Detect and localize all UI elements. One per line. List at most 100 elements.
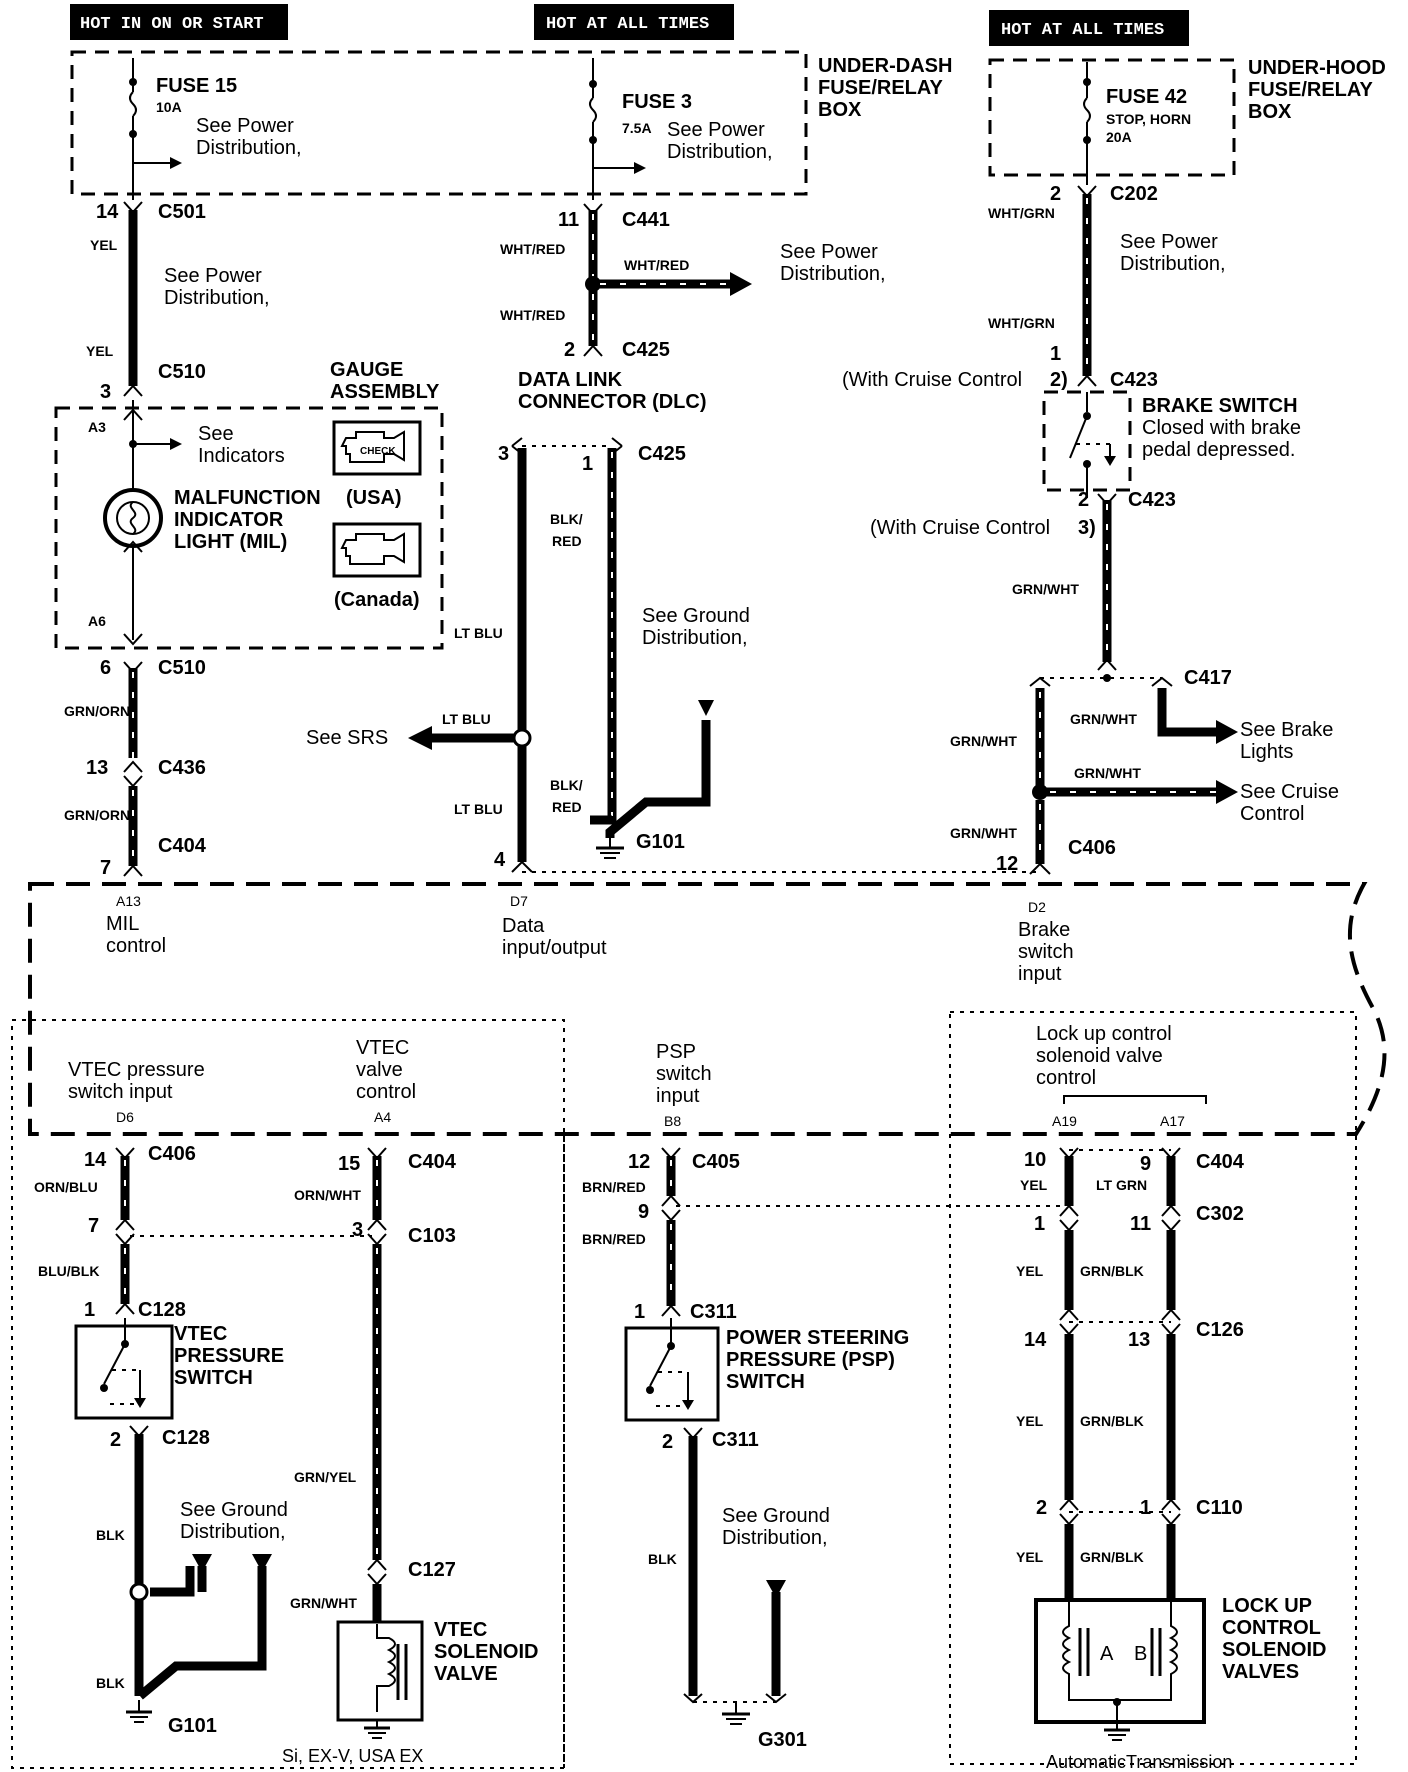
svg-text:STOP, HORN: STOP, HORN — [1106, 111, 1191, 127]
svg-text:BLU/BLK: BLU/BLK — [38, 1263, 99, 1279]
svg-text:VALVE: VALVE — [434, 1663, 498, 1685]
connector-c404: C404 — [158, 835, 207, 857]
svg-text:7: 7 — [88, 1215, 99, 1237]
svg-text:WHT/RED: WHT/RED — [624, 257, 689, 273]
brake-lower-circuit: 2 C423 (With Cruise Control 3) GRN/WHT C… — [870, 489, 1339, 875]
svg-text:14: 14 — [96, 201, 119, 223]
connector-c404-vtec: C404 — [408, 1151, 457, 1173]
svg-text:(Canada): (Canada) — [334, 589, 420, 611]
check-engine-symbol-canada: (Canada) — [332, 522, 422, 611]
svg-text:CONTROL: CONTROL — [1222, 1617, 1321, 1639]
svg-text:LT BLU: LT BLU — [442, 711, 491, 727]
svg-text:BRN/RED: BRN/RED — [582, 1231, 646, 1247]
svg-text:1: 1 — [634, 1301, 645, 1323]
connector-c406: C406 — [1068, 837, 1116, 859]
vtec-pressure-switch-label: VTEC — [174, 1323, 227, 1345]
svg-text:UNDER-DASH: UNDER-DASH — [818, 55, 952, 77]
svg-text:GRN/YEL: GRN/YEL — [294, 1469, 357, 1485]
svg-text:MIL: MIL — [106, 913, 139, 935]
svg-text:See Power: See Power — [667, 119, 765, 141]
connector-c501: C501 — [158, 201, 206, 223]
svg-text:2: 2 — [1036, 1497, 1047, 1519]
svg-text:See Power: See Power — [780, 241, 878, 263]
connector-c404-at: C404 — [1196, 1151, 1245, 1173]
svg-text:GRN/WHT: GRN/WHT — [950, 825, 1017, 841]
fuse-15-name: FUSE 15 — [156, 75, 237, 97]
ground-g301: G301 — [758, 1729, 807, 1751]
svg-text:BLK/: BLK/ — [550, 777, 583, 793]
svg-text:10: 10 — [1024, 1149, 1046, 1171]
at-models-note: AutomaticTransmission — [1046, 1752, 1232, 1772]
svg-text:valve: valve — [356, 1059, 403, 1081]
svg-text:(With Cruise Control: (With Cruise Control — [842, 369, 1022, 391]
svg-text:1: 1 — [84, 1299, 95, 1321]
svg-text:VTEC pressure: VTEC pressure — [68, 1059, 205, 1081]
svg-text:control: control — [1036, 1067, 1096, 1089]
svg-text:D7: D7 — [510, 893, 528, 909]
svg-text:See: See — [198, 423, 234, 445]
svg-text:LT BLU: LT BLU — [454, 801, 503, 817]
svg-text:Lights: Lights — [1240, 741, 1293, 763]
svg-text:A3: A3 — [88, 419, 106, 435]
svg-text:See Cruise: See Cruise — [1240, 781, 1339, 803]
connector-c311: C311 — [690, 1301, 737, 1323]
svg-text:A17: A17 — [1160, 1113, 1185, 1129]
svg-text:GRN/WHT: GRN/WHT — [290, 1595, 357, 1611]
svg-text:See Ground: See Ground — [722, 1505, 830, 1527]
svg-text:ASSEMBLY: ASSEMBLY — [330, 381, 440, 403]
mil-lamp: A3 A6 See Indicators MALFUNCTION INDICAT… — [88, 400, 321, 646]
power-header-battery-2: HOT AT ALL TIMES — [989, 10, 1189, 46]
svg-text:9: 9 — [638, 1201, 649, 1223]
connector-c425-dlc: C425 — [638, 443, 686, 465]
gauge-assembly-box — [54, 406, 444, 650]
lockup-label: LOCK UP — [1222, 1595, 1312, 1617]
svg-text:FUSE/RELAY: FUSE/RELAY — [818, 77, 944, 99]
svg-text:SWITCH: SWITCH — [726, 1371, 805, 1393]
gauge-assembly-label: GAUGE ASSEMBLY — [330, 359, 440, 403]
svg-text:Distribution,: Distribution, — [180, 1521, 286, 1543]
svg-text:B8: B8 — [664, 1113, 681, 1129]
svg-text:GRN/WHT: GRN/WHT — [1070, 711, 1137, 727]
svg-text:A6: A6 — [88, 613, 106, 629]
svg-text:SOLENOID: SOLENOID — [434, 1641, 538, 1663]
connector-c417: C417 — [1184, 667, 1232, 689]
svg-text:Distribution,: Distribution, — [196, 137, 302, 159]
svg-text:VALVES: VALVES — [1222, 1661, 1299, 1683]
svg-text:A4: A4 — [374, 1109, 391, 1125]
svg-text:WHT/RED: WHT/RED — [500, 307, 565, 323]
svg-text:1: 1 — [1050, 343, 1061, 365]
svg-text:1: 1 — [1140, 1497, 1151, 1519]
svg-text:4: 4 — [494, 849, 506, 871]
svg-text:switch: switch — [656, 1063, 712, 1085]
svg-text:GRN/WHT: GRN/WHT — [1074, 765, 1141, 781]
svg-text:BOX: BOX — [818, 99, 862, 121]
svg-text:YEL: YEL — [86, 343, 114, 359]
connector-c110: C110 — [1196, 1497, 1243, 1519]
connector-c510-lower: C510 — [158, 657, 206, 679]
psp-switch: POWER STEERING PRESSURE (PSP) SWITCH — [624, 1318, 909, 1422]
fuse-3: FUSE 3 7.5A See Power Distribution, — [589, 58, 773, 200]
fuse-42-name: FUSE 42 — [1106, 86, 1187, 108]
svg-text:FUSE/RELAY: FUSE/RELAY — [1248, 79, 1374, 101]
dlc-circuit: 11 C441 WHT/RED WHT/RED See Power Distri… — [500, 203, 886, 413]
power-header-battery-1: HOT AT ALL TIMES — [534, 4, 734, 40]
svg-text:1: 1 — [1034, 1213, 1045, 1235]
svg-text:UNDER-HOOD: UNDER-HOOD — [1248, 57, 1386, 79]
svg-text:switch input: switch input — [68, 1081, 173, 1103]
svg-text:BLK: BLK — [648, 1551, 677, 1567]
svg-text:11: 11 — [558, 209, 579, 231]
svg-text:solenoid valve: solenoid valve — [1036, 1045, 1163, 1067]
svg-text:2: 2 — [1050, 183, 1061, 205]
svg-text:GRN/ORN: GRN/ORN — [64, 807, 130, 823]
fuse-3-rating: 7.5A — [622, 120, 652, 136]
svg-text:Distribution,: Distribution, — [642, 627, 748, 649]
dlc-body: 3 1 C425 BLK/ RED See Ground Distributio… — [306, 437, 1040, 873]
svg-text:GRN/WHT: GRN/WHT — [950, 733, 1017, 749]
svg-text:11: 11 — [1130, 1213, 1151, 1235]
svg-text:input/output: input/output — [502, 937, 607, 959]
fuse-42: FUSE 42 STOP, HORN 20A — [1083, 62, 1191, 185]
vtec-models-note: Si, EX-V, USA EX — [282, 1746, 423, 1766]
svg-text:12: 12 — [996, 853, 1018, 875]
under-dash-fuse-box — [70, 50, 808, 196]
psp-circuit: 12 C405 BRN/RED 9 BRN/RED 1 C311 — [582, 1147, 1066, 1323]
